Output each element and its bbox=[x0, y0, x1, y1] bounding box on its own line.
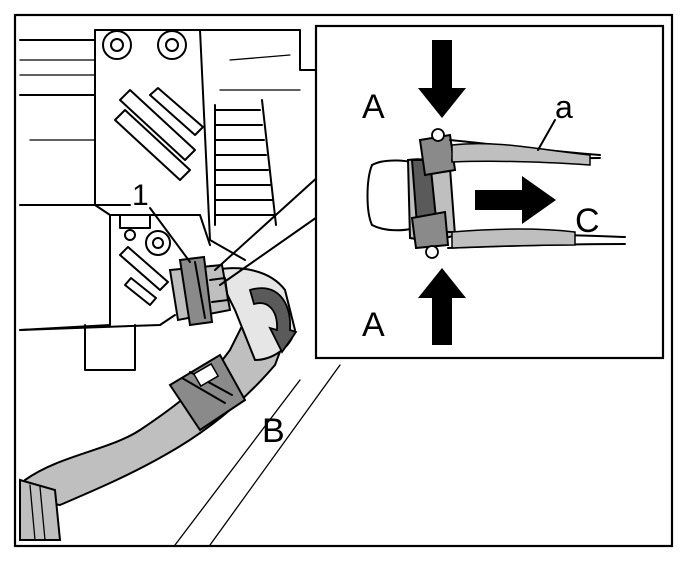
hose bbox=[19, 267, 298, 541]
label-part-a: a bbox=[555, 89, 573, 125]
arrow-a-top bbox=[418, 40, 466, 118]
background-lines bbox=[174, 364, 341, 546]
label-part-1: 1 bbox=[132, 179, 149, 212]
arrow-c bbox=[475, 176, 556, 224]
detail-leader bbox=[214, 174, 321, 286]
arrow-a-bottom bbox=[418, 268, 466, 345]
lower-clamp-ear bbox=[410, 210, 450, 250]
engine-block bbox=[19, 29, 319, 371]
hose-end bbox=[19, 478, 62, 541]
rotation-arrow-b bbox=[248, 287, 298, 354]
clamp-part-1 bbox=[168, 255, 232, 327]
leader-part-a bbox=[537, 119, 556, 151]
label-arrow-b: B bbox=[262, 412, 285, 450]
label-arrow-c: C bbox=[575, 202, 600, 240]
leader-part-1 bbox=[149, 207, 191, 263]
detail-inset: A A C a bbox=[314, 24, 665, 360]
strap-a bbox=[451, 142, 591, 166]
label-arrow-a-top: A bbox=[362, 88, 385, 126]
label-arrow-a-bottom: A bbox=[362, 306, 385, 344]
